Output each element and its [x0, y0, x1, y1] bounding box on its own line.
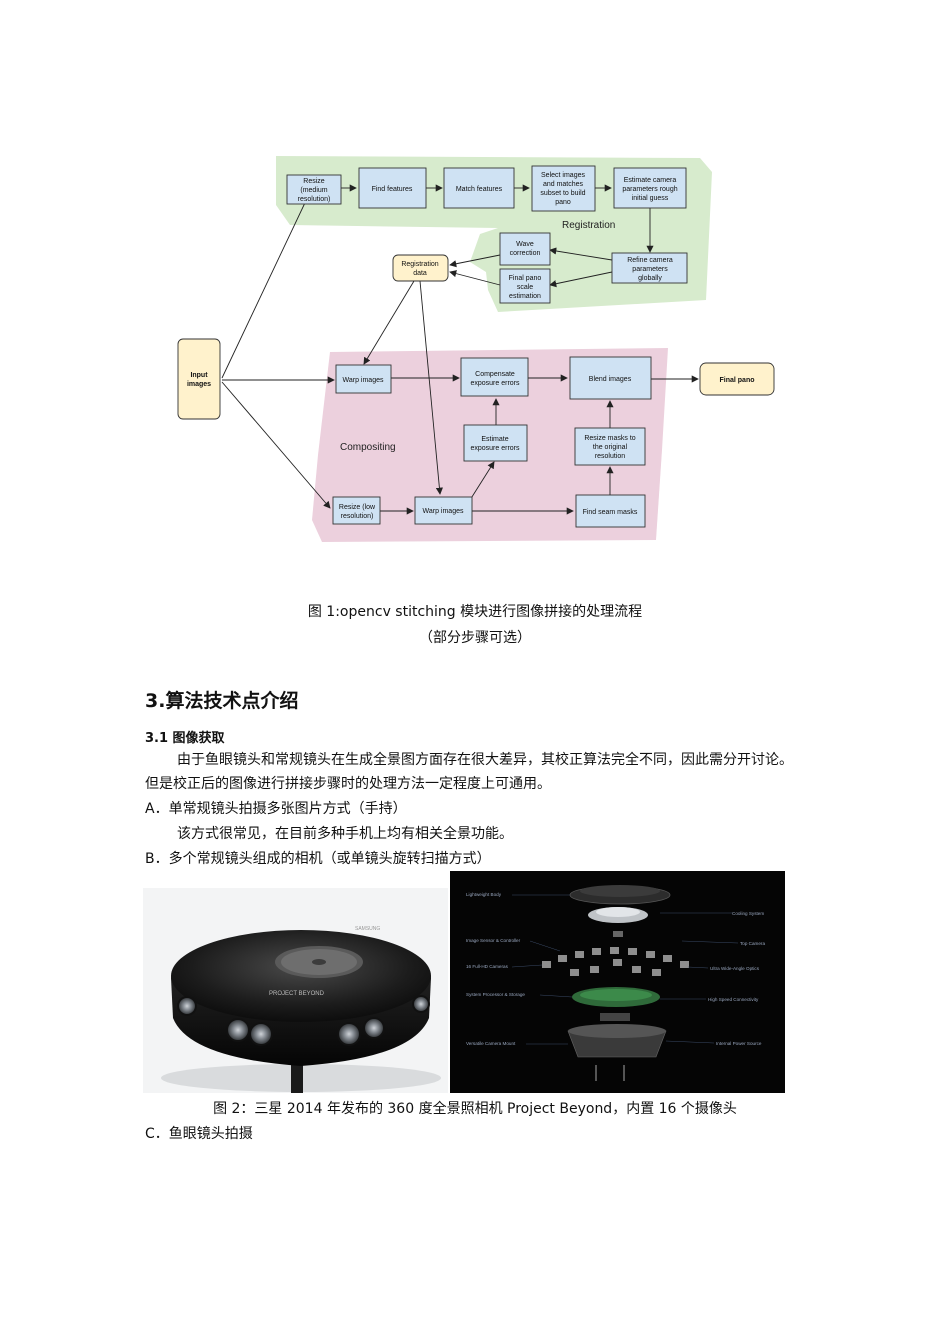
item-b: B．多个常规镜头组成的相机（或单镜头旋转扫描方式）: [145, 851, 491, 867]
figure1-caption-line1: 图 1:opencv stitching 模块进行图像拼接的处理流程: [307, 604, 643, 620]
node-estimate-exposure: [463, 424, 528, 462]
item-a: A．单常规镜头拍摄多张图片方式（手持）: [145, 801, 407, 817]
node-match-features: [443, 167, 515, 209]
node-find-features: [358, 167, 427, 209]
node-wave-correction: [499, 232, 551, 266]
label-image-sensor: Image Sensor & Controller: [466, 938, 521, 943]
node-refine-camera: [611, 252, 688, 284]
section31-heading: 3.1 图像获取: [145, 731, 225, 746]
label-lightweight-body: Lightweight Body: [466, 892, 502, 897]
camera-brand-label: PROJECT BEYOND: [269, 991, 325, 997]
label-warp-images-top: Warp images: [343, 377, 384, 384]
paragraph-2: 但是校正后的图像进行拼接步骤时的处理方法一定程度上可通用。: [145, 776, 551, 792]
node-blend-images: [569, 356, 652, 400]
label-top-camera: Top Camera: [740, 941, 765, 946]
item-a-description: 该方式很常见，在目前多种手机上均有相关全景功能。: [177, 826, 513, 842]
label-wide-angle-optics: Ultra Wide-Angle Optics: [710, 966, 760, 971]
label-system-processor: System Processor & Storage: [466, 992, 525, 997]
stitching-pipeline-diagram: Registration Compositing: [177, 156, 775, 542]
node-resize-medium: [286, 174, 342, 205]
node-registration-data: [392, 254, 449, 282]
node-warp-images-bottom: [414, 496, 473, 525]
label-internal-power: Internal Power Source: [716, 1041, 762, 1046]
camera-top-label: SAMSUNG: [355, 926, 380, 932]
section3-heading: 3.算法技术点介绍: [145, 690, 299, 712]
label-full-hd-cameras: 16 Full-HD Cameras: [466, 964, 509, 969]
item-c: C．鱼眼镜头拍摄: [145, 1126, 253, 1142]
label-blend-images: Blend images: [589, 376, 632, 383]
paragraph-1: 由于鱼眼镜头和常规镜头在生成全景图方面存在很大差异，其校正算法完全不同，因此需分…: [177, 752, 793, 768]
compositing-group-label: Compositing: [340, 442, 396, 453]
node-warp-images-top: [335, 364, 392, 394]
node-input-images: [177, 338, 221, 420]
node-final-pano: [699, 362, 775, 396]
node-select-images: [531, 165, 596, 212]
label-find-seam: Find seam masks: [583, 509, 638, 516]
label-cooling-system: Cooling System: [732, 911, 764, 916]
node-compensate: [460, 357, 529, 397]
label-match-features: Match features: [456, 186, 503, 193]
node-final-pano-scale: [499, 268, 551, 304]
node-estimate-camera: [613, 167, 687, 209]
node-resize-masks: [574, 427, 646, 466]
figure2-caption: 图 2：三星 2014 年发布的 360 度全景照相机 Project Beyo…: [213, 1101, 737, 1117]
label-find-features: Find features: [372, 186, 413, 193]
label-high-speed-connectivity: High Speed Connectivity: [708, 997, 759, 1002]
node-find-seam: [575, 494, 646, 528]
node-resize-low: [332, 496, 381, 525]
label-final-pano: Final pano: [720, 377, 755, 384]
project-beyond-camera-photo: SAMSUNG PROJECT BEYOND: [143, 888, 448, 1093]
label-camera-mount: Versatile Camera Mount: [466, 1041, 516, 1046]
project-beyond-exploded-view: Lightweight Body Image Sensor & Controll…: [450, 871, 785, 1093]
registration-group-label: Registration: [562, 220, 615, 231]
figure1-caption-line2: （部分步骤可选）: [419, 630, 531, 646]
label-warp-images-bottom: Warp images: [423, 508, 464, 515]
